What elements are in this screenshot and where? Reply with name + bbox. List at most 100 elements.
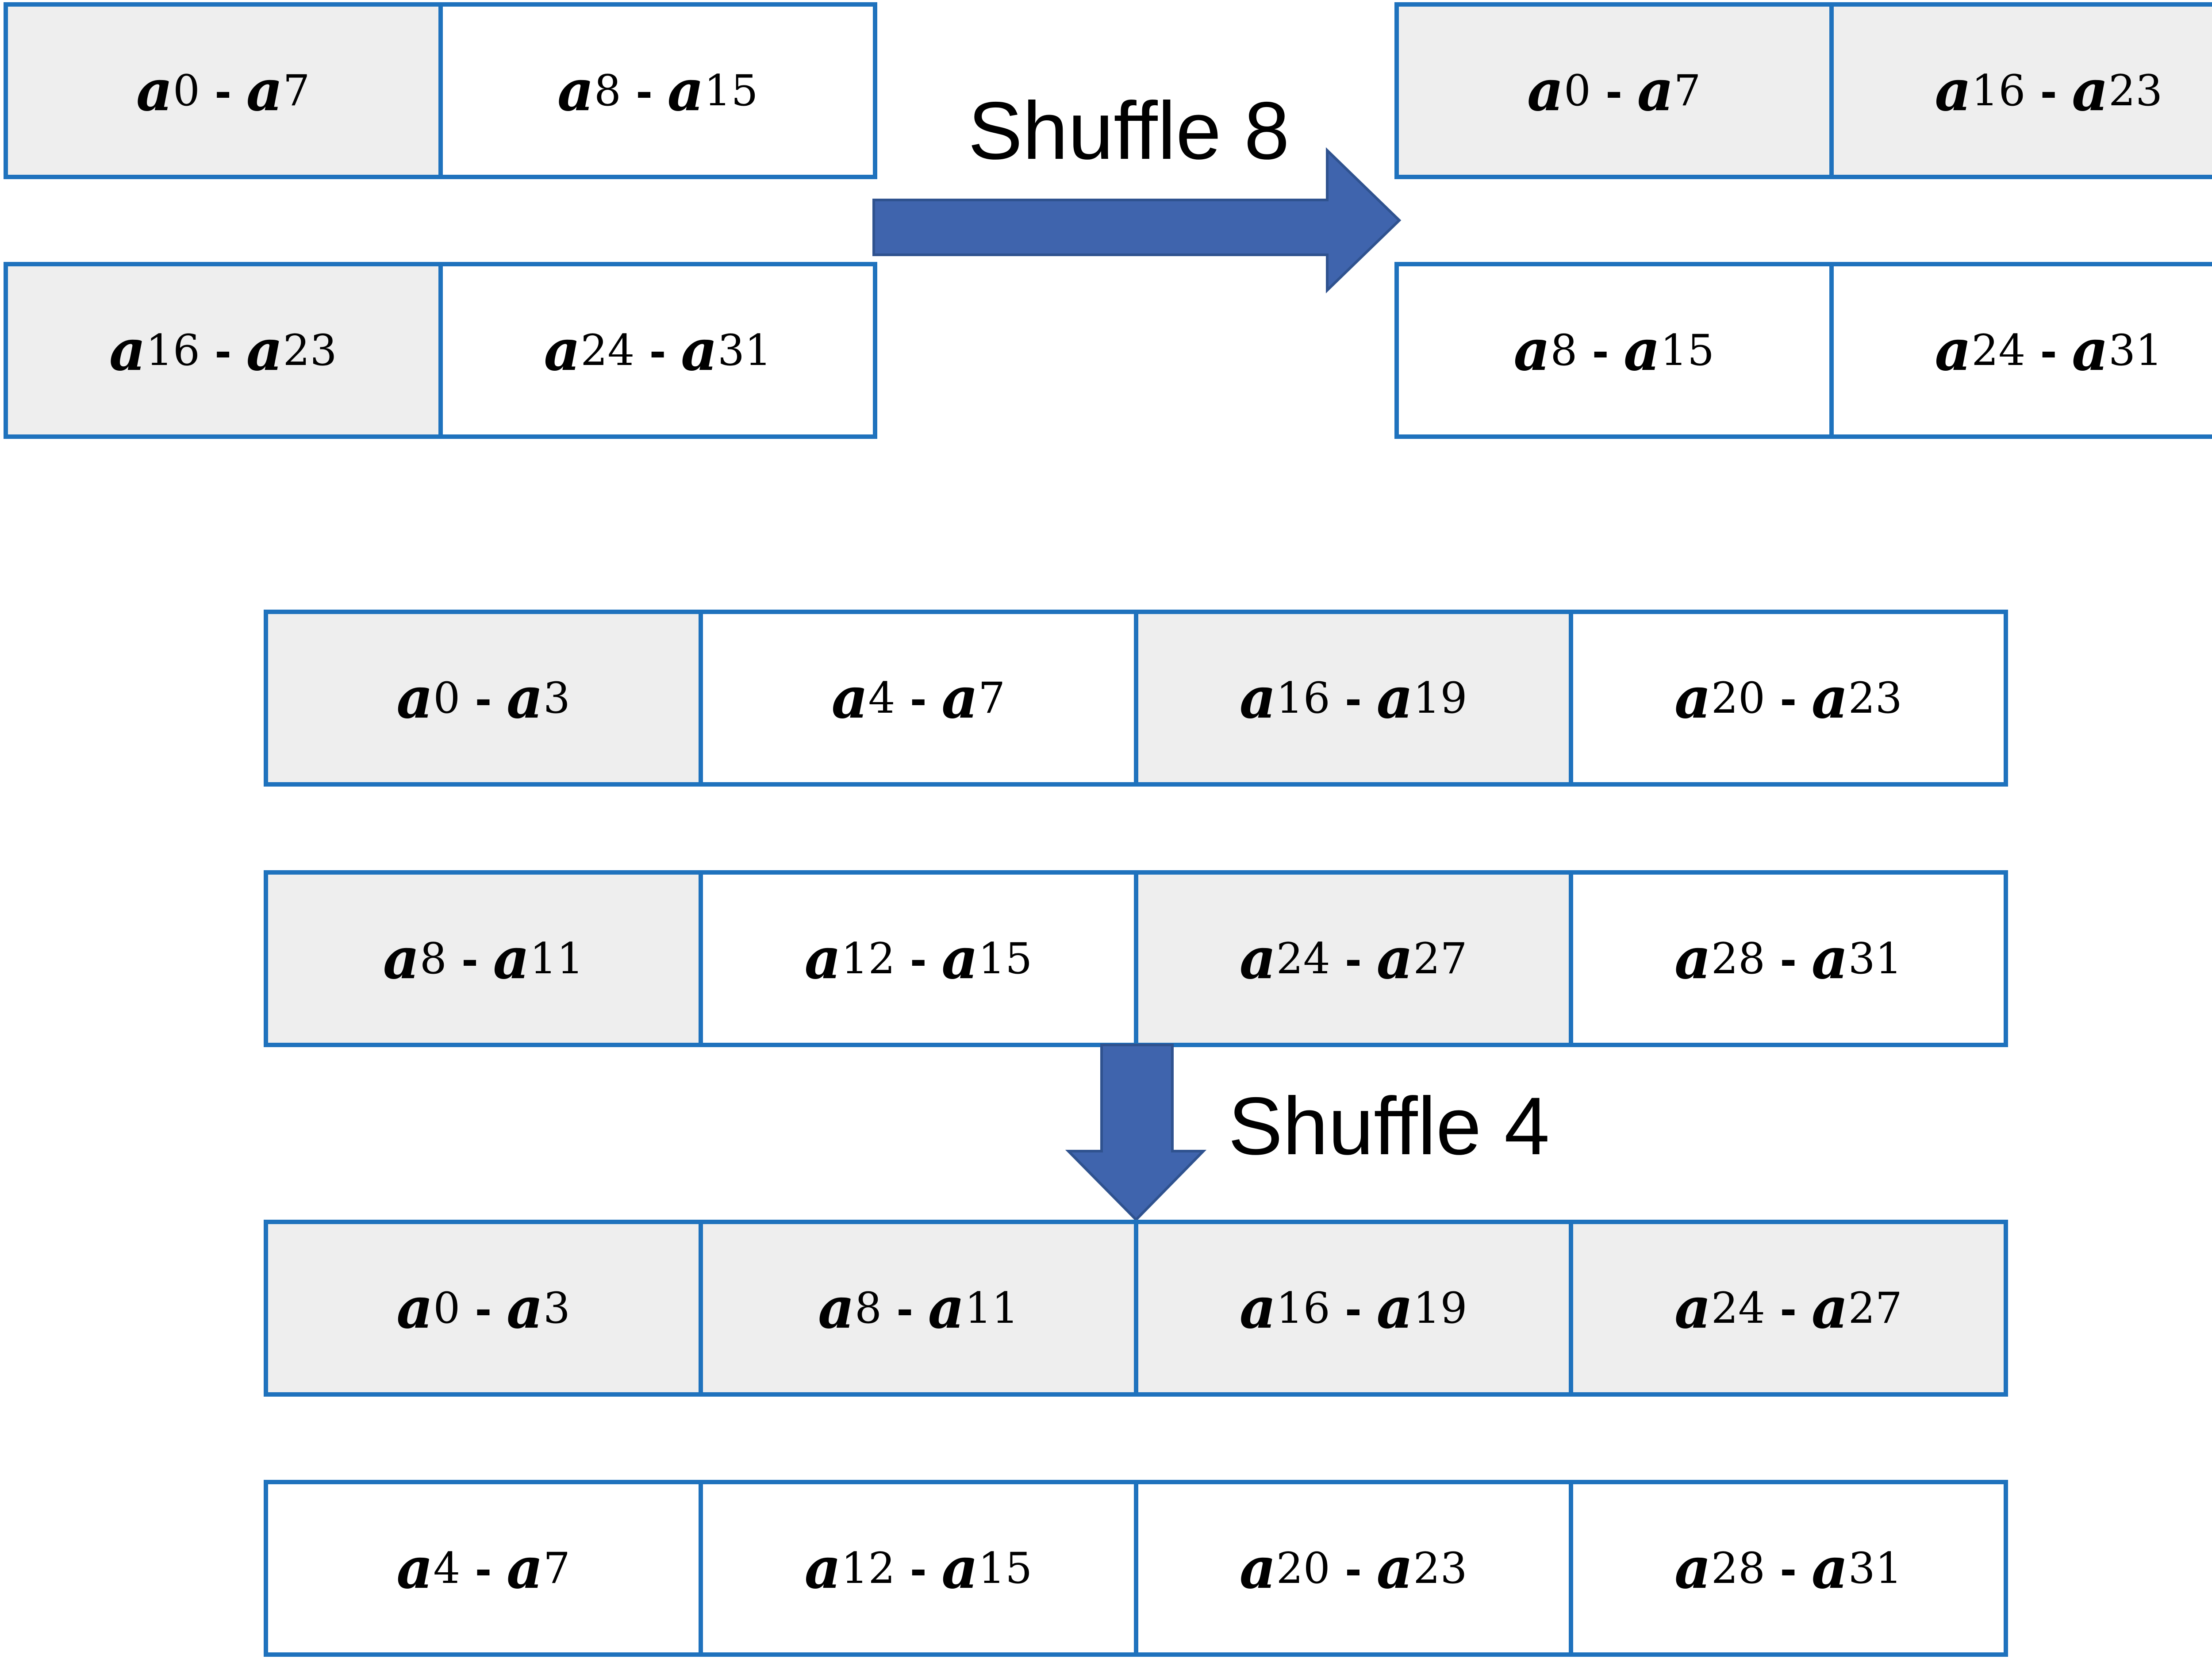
element-symbol: a bbox=[2072, 317, 2108, 384]
element-symbol: a bbox=[1811, 665, 1848, 731]
range-end-index: 27 bbox=[1848, 1283, 1902, 1333]
range-end-index: 7 bbox=[1674, 66, 1701, 115]
element-symbol: a bbox=[1624, 317, 1660, 384]
element-symbol: a bbox=[506, 1535, 543, 1601]
range-dash: - bbox=[1345, 931, 1362, 986]
range-dash: - bbox=[1780, 1281, 1797, 1336]
range-end-index: 27 bbox=[1413, 934, 1467, 983]
range-end-index: 15 bbox=[1660, 326, 1715, 375]
range-end-index: 19 bbox=[1413, 673, 1467, 723]
range-dash: - bbox=[910, 1541, 927, 1596]
range-dash: - bbox=[2040, 63, 2057, 118]
range-end-index: 15 bbox=[978, 1544, 1033, 1593]
range-dash: - bbox=[1605, 63, 1622, 118]
range-start-index: 8 bbox=[594, 66, 621, 115]
element-symbol: a bbox=[831, 665, 868, 731]
element-symbol: a bbox=[1376, 665, 1413, 731]
range-dash: - bbox=[475, 1281, 492, 1336]
element-symbol: a bbox=[1376, 1535, 1413, 1601]
range-start-index: 8 bbox=[854, 1283, 882, 1333]
element-symbol: a bbox=[1811, 926, 1848, 992]
element-symbol: a bbox=[681, 317, 718, 384]
element-symbol: a bbox=[1239, 926, 1276, 992]
element-symbol: a bbox=[1376, 1275, 1413, 1341]
element-symbol: a bbox=[1376, 926, 1413, 992]
range-dash: - bbox=[636, 63, 653, 118]
range-start-index: 16 bbox=[146, 326, 200, 375]
range-end-index: 11 bbox=[964, 1283, 1019, 1333]
range-end-index: 31 bbox=[1848, 1544, 1902, 1593]
range-end-index: 19 bbox=[1413, 1283, 1467, 1333]
element-symbol: a bbox=[246, 317, 283, 384]
range-dash: - bbox=[2040, 323, 2057, 378]
element-symbol: a bbox=[383, 926, 420, 992]
range-dash: - bbox=[215, 63, 231, 118]
range-start-index: 20 bbox=[1711, 673, 1766, 723]
element-symbol: a bbox=[493, 926, 530, 992]
element-symbol: a bbox=[1811, 1535, 1848, 1601]
element-symbol: a bbox=[1674, 1275, 1711, 1341]
range-dash: - bbox=[1780, 671, 1797, 726]
element-symbol: a bbox=[667, 58, 704, 124]
range-end-index: 31 bbox=[1848, 934, 1902, 983]
range-dash: - bbox=[897, 1281, 913, 1336]
range-dash: - bbox=[1780, 1541, 1797, 1596]
shuffle8-label: Shuffle 8 bbox=[968, 85, 1290, 177]
range-dash: - bbox=[461, 931, 478, 986]
arrow-down-shape bbox=[1065, 1044, 1207, 1222]
range-end-index: 23 bbox=[283, 326, 337, 375]
range-end-index: 3 bbox=[543, 1283, 570, 1333]
range-start-index: 8 bbox=[419, 934, 447, 983]
range-end-index: 11 bbox=[530, 934, 584, 983]
element-symbol: a bbox=[1674, 665, 1711, 731]
range-end-index: 23 bbox=[2108, 66, 2163, 115]
element-symbol: a bbox=[1674, 926, 1711, 992]
range-dash: - bbox=[910, 931, 927, 986]
element-symbol: a bbox=[1239, 1535, 1276, 1601]
element-symbol: a bbox=[396, 1275, 434, 1341]
range-dash: - bbox=[1345, 1281, 1362, 1336]
range-start-index: 28 bbox=[1711, 934, 1766, 983]
element-symbol: a bbox=[2072, 58, 2108, 124]
range-start-index: 0 bbox=[173, 66, 200, 115]
range-start-index: 24 bbox=[1276, 934, 1330, 983]
range-start-index: 16 bbox=[1971, 66, 2026, 115]
element-symbol: a bbox=[109, 317, 146, 384]
element-symbol: a bbox=[804, 926, 841, 992]
range-end-index: 31 bbox=[718, 326, 772, 375]
range-start-index: 12 bbox=[841, 1544, 895, 1593]
range-end-index: 3 bbox=[543, 673, 570, 723]
shuffle4-label: Shuffle 4 bbox=[1228, 1081, 1550, 1172]
element-symbol: a bbox=[1811, 1275, 1848, 1341]
element-symbol: a bbox=[557, 58, 594, 124]
element-symbol: a bbox=[1935, 317, 1972, 384]
range-end-index: 23 bbox=[1848, 673, 1902, 723]
range-start-index: 16 bbox=[1276, 1283, 1330, 1333]
element-symbol: a bbox=[941, 926, 979, 992]
range-start-index: 8 bbox=[1550, 326, 1578, 375]
